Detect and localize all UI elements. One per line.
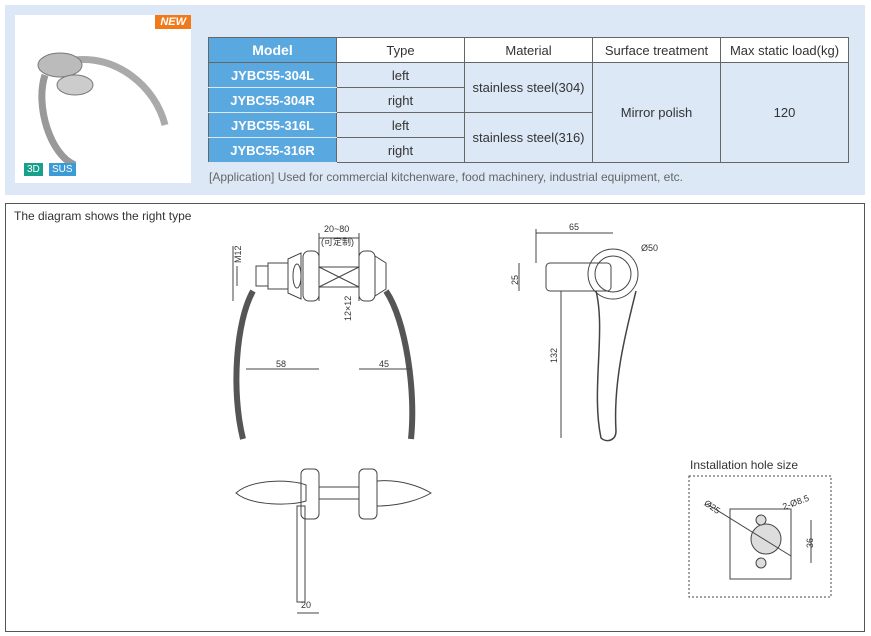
technical-drawing: 20~80 (可定制) M12 12×12 58 45 65 Ø50 25 13… — [232, 222, 832, 614]
dim-132: 132 — [549, 348, 559, 363]
dim-hole-8-5: 2-Ø8.5 — [781, 493, 810, 512]
dim-12x12: 12×12 — [343, 296, 353, 321]
model-cell: JYBC55-304R — [208, 87, 337, 113]
dim-hole-25: Ø25 — [702, 498, 722, 516]
dim-45: 45 — [379, 359, 389, 369]
diagram-panel: The diagram shows the right type Install… — [5, 203, 865, 632]
diagram-caption: The diagram shows the right type — [14, 209, 192, 223]
3d-badge: 3D — [24, 163, 43, 176]
dim-20-80: 20~80 — [324, 224, 349, 234]
load-cell: 120 — [720, 62, 849, 163]
type-cell: left — [336, 62, 465, 88]
application-note: [Application] Used for commercial kitche… — [209, 170, 683, 184]
type-cell: right — [336, 87, 465, 113]
model-cell: JYBC55-304L — [208, 62, 337, 88]
col-model: Model — [208, 37, 337, 63]
dim-25: 25 — [510, 275, 520, 285]
type-cell: right — [336, 137, 465, 163]
spec-table: Model Type Material Surface treatment Ma… — [208, 37, 849, 163]
dim-note: (可定制) — [321, 236, 354, 247]
dim-20: 20 — [301, 600, 311, 610]
surface-cell: Mirror polish — [592, 62, 721, 163]
new-badge: NEW — [155, 15, 191, 29]
material-cell: stainless steel(304) — [464, 62, 593, 113]
hole-size-title: Installation hole size — [690, 458, 799, 472]
type-cell: left — [336, 112, 465, 138]
col-material: Material — [464, 37, 593, 63]
col-type: Type — [336, 37, 465, 63]
dim-50: Ø50 — [641, 243, 658, 253]
dim-65: 65 — [569, 222, 579, 232]
product-image: NEW 3D SUS — [15, 15, 191, 183]
model-cell: JYBC55-316L — [208, 112, 337, 138]
dim-m12: M12 — [233, 245, 243, 263]
sus-badge: SUS — [49, 163, 76, 176]
col-load: Max static load(kg) — [720, 37, 849, 63]
material-cell: stainless steel(316) — [464, 112, 593, 163]
handle-photo-icon — [37, 52, 169, 169]
dim-58: 58 — [276, 359, 286, 369]
model-cell: JYBC55-316R — [208, 137, 337, 163]
col-surface: Surface treatment — [592, 37, 721, 63]
dim-hole-36: 36 — [805, 538, 815, 548]
